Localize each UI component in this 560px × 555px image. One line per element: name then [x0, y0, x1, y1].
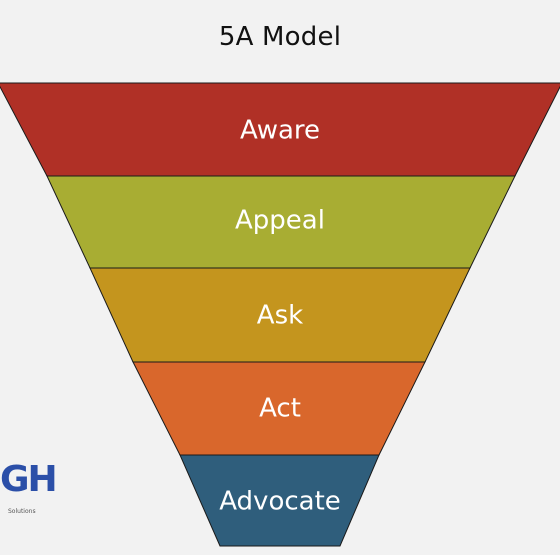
funnel-stage-label: Aware: [240, 116, 320, 146]
funnel-stage-label: Appeal: [235, 206, 325, 236]
funnel-stage-label: Act: [259, 394, 301, 424]
logo-subtitle: Solutions: [8, 508, 36, 515]
funnel-stage-advocate: [179, 454, 380, 547]
logo-mark: GH: [0, 459, 58, 500]
company-logo: GH Solutions: [0, 450, 58, 530]
diagram-title: 5A Model: [218, 22, 342, 52]
funnel-stage-label: Ask: [257, 301, 303, 331]
funnel-stage-label: Advocate: [219, 487, 341, 517]
